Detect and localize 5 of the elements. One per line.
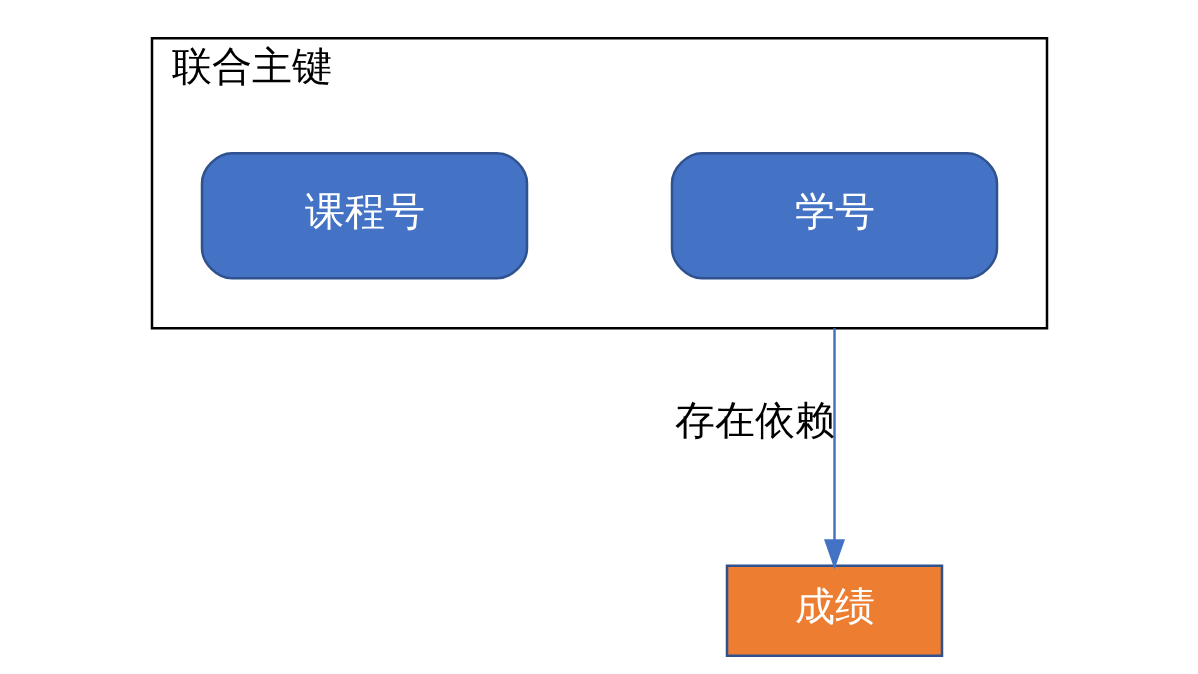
edge-label: 存在依赖 (674, 396, 834, 443)
node-box: 学号 (670, 152, 998, 280)
node-box: 课程号 (200, 152, 528, 280)
arrow (823, 328, 845, 570)
node-box: 成绩 (725, 564, 943, 657)
